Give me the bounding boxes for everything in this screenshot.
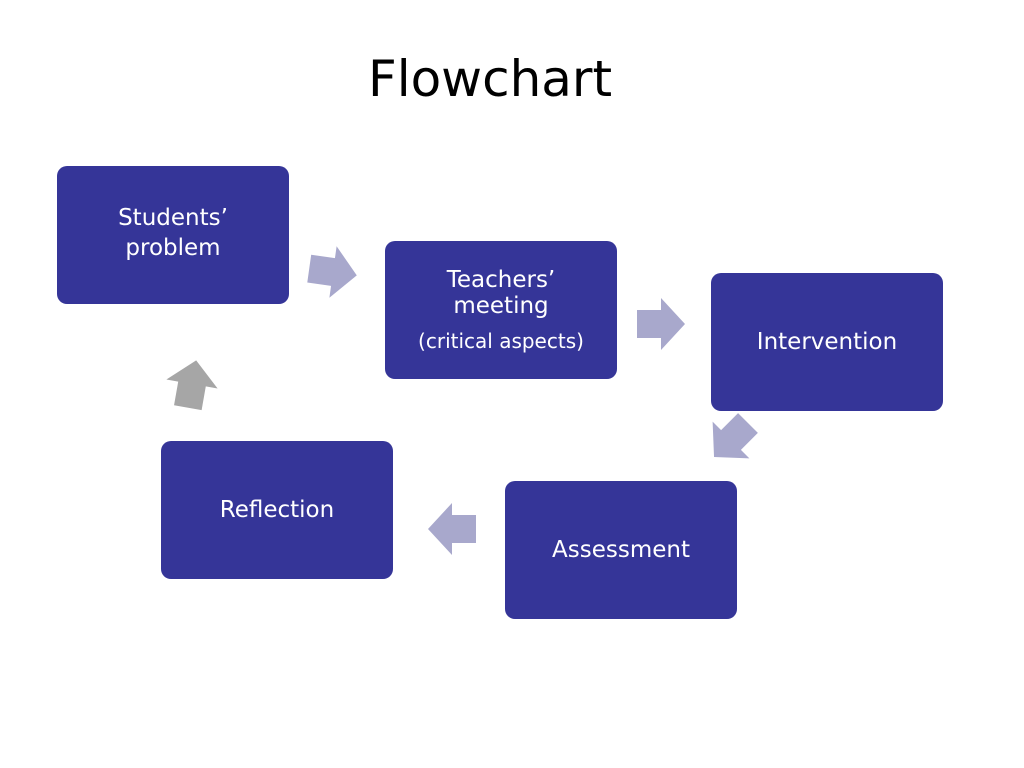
- slide-title: Flowchart: [367, 50, 613, 108]
- arrow-teachers-to-intervention-icon: [637, 298, 685, 350]
- step-teachers-meeting: Teachers’ meeting (critical aspects): [385, 241, 617, 379]
- step-label: Intervention: [756, 329, 898, 355]
- step-sublabel: (critical aspects): [418, 329, 584, 353]
- arrow-assessment-to-reflection-icon: [428, 503, 476, 555]
- step-label: Students’ problem: [118, 205, 228, 261]
- arrow-reflection-to-students-icon: [166, 360, 218, 411]
- step-label: Teachers’ meeting: [446, 267, 556, 319]
- step-assessment: Assessment: [505, 481, 737, 619]
- step-students-problem: Students’ problem: [57, 166, 289, 304]
- step-label: Assessment: [552, 537, 690, 563]
- step-intervention: Intervention: [711, 273, 943, 411]
- arrow-intervention-to-assessment-icon: [712, 413, 758, 459]
- step-label: Reflection: [219, 497, 335, 523]
- step-reflection: Reflection: [161, 441, 393, 579]
- arrow-students-to-teachers-icon: [307, 246, 357, 298]
